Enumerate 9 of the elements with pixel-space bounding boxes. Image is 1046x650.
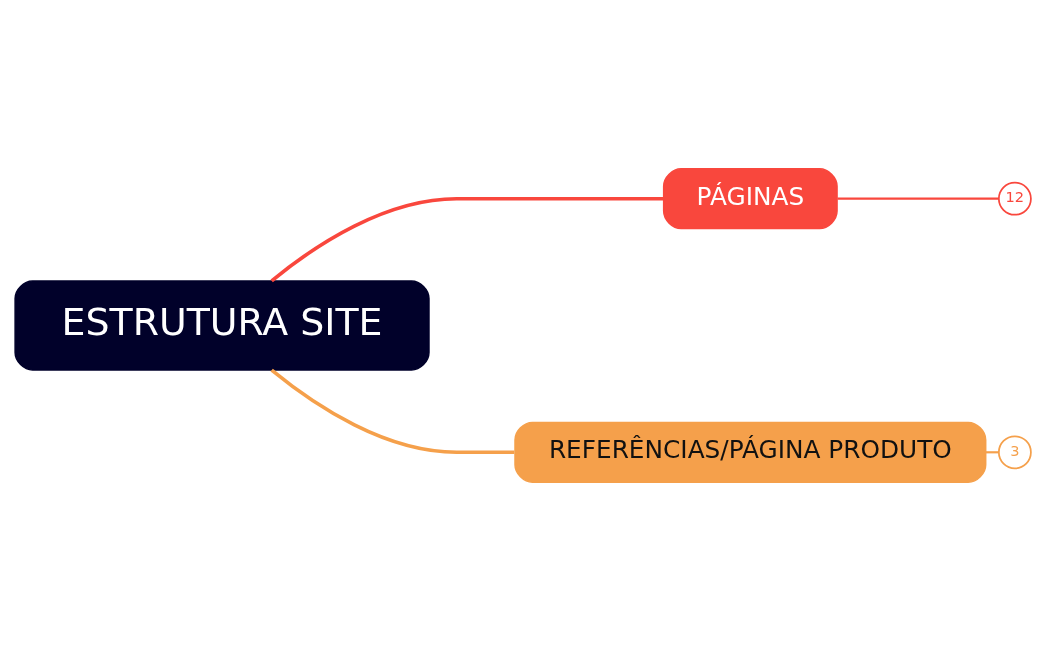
node-circle: 12: [997, 181, 1032, 216]
node-box: REFERÊNCIAS/PÁGINA PRODUTO: [514, 421, 987, 483]
node-box: PÁGINAS: [662, 167, 838, 229]
connector: [985, 450, 999, 453]
connector: [837, 197, 999, 200]
connector: [270, 196, 664, 282]
connector: [270, 368, 515, 454]
node-circle: 3: [997, 434, 1032, 469]
node-box: ESTRUTURA SITE: [14, 279, 430, 371]
